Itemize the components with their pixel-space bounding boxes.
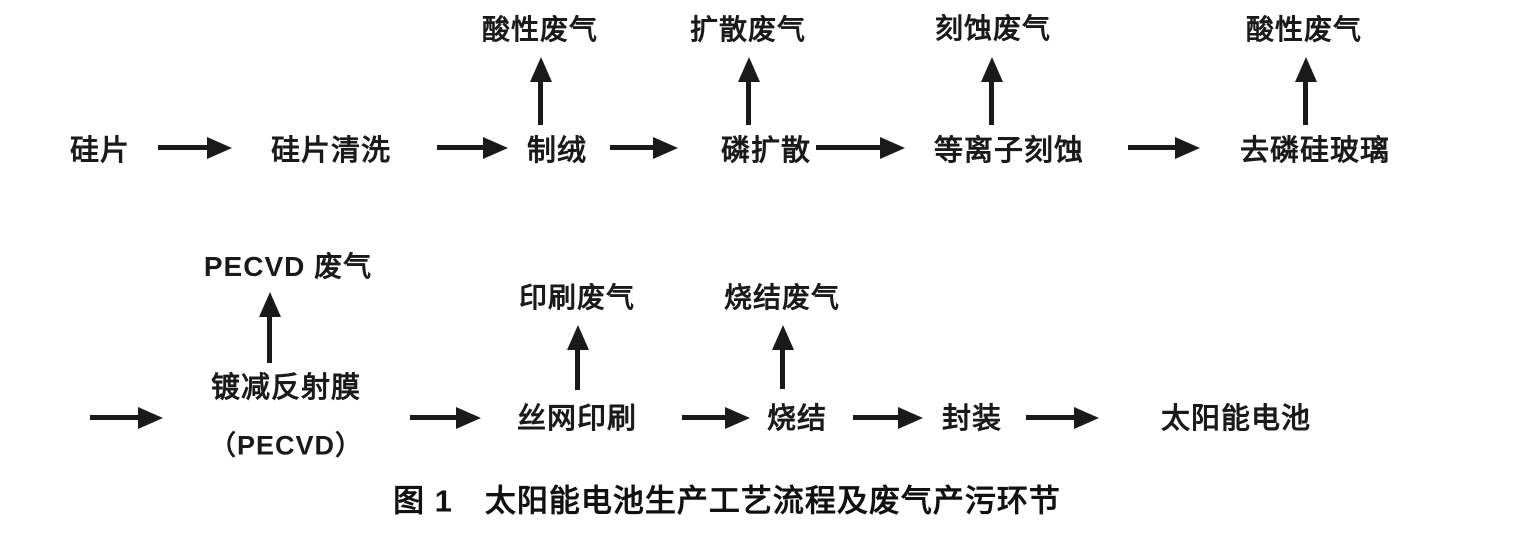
step-ar-coating-sublabel: （PECVD） — [208, 430, 364, 461]
figure-title: 太阳能电池生产工艺流程及废气产污环节 — [484, 483, 1061, 519]
step-wafer-cleaning: 硅片清洗 — [270, 135, 392, 167]
right-arrow-icon — [610, 145, 653, 150]
up-arrow-icon — [267, 317, 272, 363]
step-solar-cell-output: 太阳能电池 — [1160, 403, 1312, 435]
step-screen-printing: 丝网印刷 — [516, 403, 638, 435]
right-arrow-icon — [853, 415, 898, 420]
up-arrow-icon — [538, 82, 543, 125]
figure-number: 图 1 — [393, 483, 453, 519]
emission-label-etching-waste-gas: 刻蚀废气 — [934, 13, 1052, 44]
figure-caption: 图 1 太阳能电池生产工艺流程及废气产污环节 — [393, 476, 1061, 521]
up-arrow-icon — [575, 350, 580, 390]
step-packaging: 封装 — [941, 403, 1003, 435]
right-arrow-icon — [410, 415, 456, 420]
up-arrow-icon — [989, 82, 994, 125]
step-phosphorus-diffusion: 磷扩散 — [720, 135, 812, 167]
emission-label-acid-waste-gas-1: 酸性废气 — [481, 14, 599, 45]
right-arrow-icon — [90, 415, 138, 420]
step-plasma-etching: 等离子刻蚀 — [933, 135, 1085, 167]
right-arrow-icon — [158, 145, 207, 150]
step-silicon-wafer: 硅片 — [69, 135, 131, 167]
right-arrow-icon — [1128, 145, 1175, 150]
step-texturing: 制绒 — [526, 135, 588, 167]
emission-label-sintering-waste-gas: 烧结废气 — [723, 282, 841, 313]
emission-label-printing-waste-gas: 印刷废气 — [518, 282, 636, 313]
right-arrow-icon — [437, 145, 483, 150]
up-arrow-icon — [780, 350, 785, 389]
right-arrow-icon — [682, 415, 725, 420]
right-arrow-icon — [816, 145, 880, 150]
right-arrow-icon — [1026, 415, 1074, 420]
emission-label-pecvd-waste-gas: PECVD 废气 — [203, 251, 373, 282]
step-ar-coating: 镀减反射膜 — [210, 372, 362, 404]
emission-label-diffusion-waste-gas: 扩散废气 — [689, 14, 807, 45]
up-arrow-icon — [746, 82, 751, 125]
emission-label-acid-waste-gas-2: 酸性废气 — [1245, 14, 1363, 45]
step-sintering: 烧结 — [766, 403, 828, 435]
up-arrow-icon — [1303, 82, 1308, 125]
step-psg-removal: 去磷硅玻璃 — [1239, 135, 1391, 167]
